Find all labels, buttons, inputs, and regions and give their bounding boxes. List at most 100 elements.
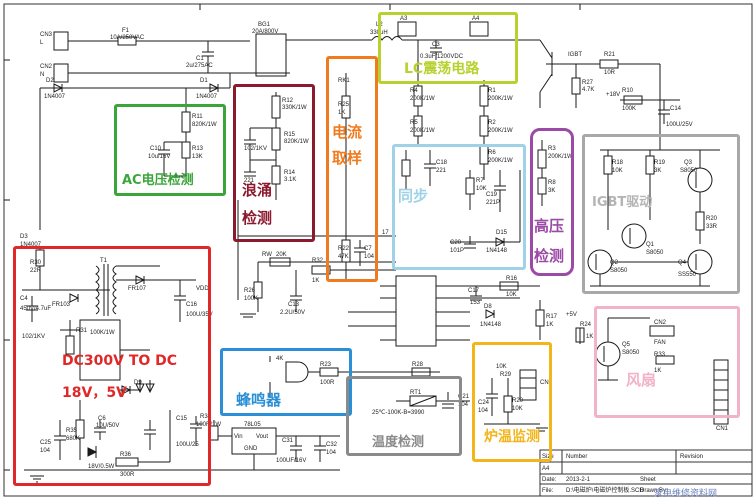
label-r16-value: 10K xyxy=(506,292,517,298)
label-c13-value: 2.2U/50V xyxy=(280,310,305,316)
label-fr103: FR103 xyxy=(52,302,71,308)
label-r22-value: 47K xyxy=(338,254,349,260)
label-c17-value: 153 xyxy=(470,300,481,306)
label-igbt-drive: IGBT驱动 xyxy=(592,195,653,210)
label-ac-voltage-detect: AC电压检测 xyxy=(122,173,194,188)
label-r27-value: 4.7K xyxy=(582,87,594,93)
label-q2: Q2 xyxy=(610,260,619,266)
label-r12-value: 330K/1W xyxy=(282,105,307,111)
label-r24-value: 1K xyxy=(586,334,593,340)
label-c19: C19 xyxy=(486,192,498,198)
label-vdd: VDD xyxy=(196,286,209,292)
label-r1-value: 200K/1W xyxy=(488,96,513,102)
label-r2-value: 200K/1W xyxy=(488,128,513,134)
label-r10-value: 100K xyxy=(622,106,636,112)
label-vin: Vin xyxy=(234,434,243,440)
label-c20: C20 xyxy=(450,240,462,246)
label-r14: R14 xyxy=(284,170,296,176)
label-bg1: BG1 xyxy=(258,22,271,28)
label-c4: C4 xyxy=(20,296,28,302)
label-c7-value: 104 xyxy=(364,254,375,260)
label-c1-value: 2u/275AC xyxy=(186,63,213,69)
label-rw-value: 20K xyxy=(276,252,287,258)
label-r20-value: 33R xyxy=(706,224,718,230)
label-c11-value: 221 xyxy=(244,178,255,184)
label-surge-detect-2: 检测 xyxy=(242,209,273,227)
label-r21-value: 10R xyxy=(604,70,616,76)
label-r36-value: 300R xyxy=(120,472,135,478)
label-line: L xyxy=(40,40,44,46)
label-c3-value: 0.3uF/1200VDC xyxy=(420,54,464,60)
zone-current-sampling xyxy=(326,56,378,282)
label-d2-value: 1N4007 xyxy=(44,94,66,100)
label-c31-value: 100UF/16V xyxy=(276,458,306,464)
label-r8-value: 3K xyxy=(548,188,555,194)
label-q1: Q1 xyxy=(646,242,655,248)
label-c18: C18 xyxy=(436,160,448,166)
label-dc-converter: DC300V TO DC xyxy=(62,353,178,369)
label-fan-section: 风扇 xyxy=(626,371,657,389)
label-q3-value: S8050 xyxy=(680,168,698,174)
label-r5: R5 xyxy=(410,120,418,126)
label-c3: C3 xyxy=(432,42,440,48)
label-d15: D15 xyxy=(496,230,508,236)
label-r17: R17 xyxy=(546,314,558,320)
label-a3: A3 xyxy=(400,16,408,22)
label-r36: R36 xyxy=(120,452,132,458)
label-d8: D8 xyxy=(484,304,492,310)
label-q2-value: S8050 xyxy=(610,268,628,274)
label-bg1-value: 20A/800V xyxy=(252,29,278,35)
label-q3: Q3 xyxy=(684,160,693,166)
label-r11: R11 xyxy=(192,114,203,120)
zone-fan xyxy=(594,306,740,418)
title-size-label: Size xyxy=(542,454,554,460)
label-c20-value: 101P xyxy=(450,248,464,254)
watermark-text: 家电维修资料网 xyxy=(654,489,718,499)
label-r6-value: 200K/1W xyxy=(488,158,513,164)
title-file-value: D:\电磁炉\电磁炉控制板.SCH xyxy=(566,486,644,494)
label-t1: T1 xyxy=(100,258,108,264)
label-cn1: CN1 xyxy=(716,426,729,432)
label-r33-value: 1K xyxy=(654,368,661,374)
zone-dc-converter xyxy=(13,246,211,486)
label-d3: D3 xyxy=(20,234,28,240)
label-z18: 18V/0.5W xyxy=(88,464,115,470)
label-r30-value: 22R xyxy=(30,268,42,274)
label-cn3: CN3 xyxy=(40,32,53,38)
zone-igbt-drive xyxy=(582,134,740,294)
zone-high-voltage-detect xyxy=(530,128,574,276)
label-c16-value: 100U/35V xyxy=(186,312,213,318)
zone-sync xyxy=(392,144,526,270)
label-a4: A4 xyxy=(472,16,480,22)
label-vout: Vout xyxy=(256,434,268,440)
label-r33: R33 xyxy=(654,352,666,358)
label-c21: C21 xyxy=(458,394,470,400)
label-r6: R6 xyxy=(488,150,496,156)
label-r19-value: 3K xyxy=(654,168,661,174)
label-c25-value: 104 xyxy=(40,448,51,454)
label-c32: C32 xyxy=(326,442,338,448)
label-r29: R29 xyxy=(500,372,512,378)
label-q5: Q5 xyxy=(622,342,631,348)
label-c1: C1 xyxy=(196,56,204,62)
label-q4-value: SS550 xyxy=(678,272,697,278)
label-c15: C15 xyxy=(176,416,188,422)
label-c6: C6 xyxy=(98,416,106,422)
label-d2: D2 xyxy=(46,78,54,84)
label-r10: R10 xyxy=(622,88,634,94)
label-r3: R3 xyxy=(548,146,556,152)
label-r32-value: 1K xyxy=(312,278,319,284)
label-r35: R35 xyxy=(66,428,78,434)
label-c25: C25 xyxy=(40,440,52,446)
label-c14: C14 xyxy=(670,106,682,112)
label-r13-value: 13K xyxy=(192,154,203,160)
zone-buzzer xyxy=(220,348,352,416)
label-r9-value: 4K xyxy=(276,356,283,362)
label-f1: F1 xyxy=(122,28,130,34)
title-sheet-label: Sheet xyxy=(640,477,656,483)
label-r25: R25 xyxy=(338,102,350,108)
label-r4-value: 200K/1W xyxy=(410,96,435,102)
label-c9-value: 102/1KV xyxy=(244,146,267,152)
label-r19: R19 xyxy=(654,160,666,166)
label-r25-value: 1K xyxy=(338,110,345,116)
